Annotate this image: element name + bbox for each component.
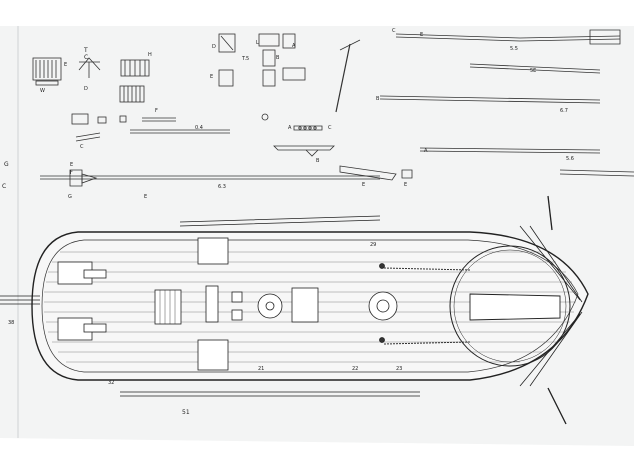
detail-group-top-left	[32, 57, 269, 142]
part-label: E	[70, 162, 73, 168]
part-label: F	[70, 170, 73, 176]
deck-number: 29	[370, 242, 376, 248]
part-label: 6.3	[218, 184, 226, 190]
part-label: W	[40, 88, 45, 94]
anchor-chain	[383, 267, 471, 345]
part-label: D	[84, 86, 88, 92]
deck-plan: 51 32 38 29 21 22 23	[0, 195, 589, 425]
part-label: T.5	[241, 56, 249, 62]
windlass-wheel	[449, 245, 571, 367]
part-label: 5.6	[566, 156, 574, 162]
deck-number: 51	[182, 409, 190, 416]
labels-mid-left: G C G E F E 6.3 E E	[2, 161, 407, 200]
part-label: C	[328, 125, 332, 131]
part-label: E	[404, 182, 407, 188]
part-label: A	[292, 43, 296, 49]
hatch-center	[291, 287, 319, 323]
part-label: C	[2, 183, 6, 190]
hatch-part	[218, 33, 236, 53]
part-label: E	[362, 182, 365, 188]
part-label: H	[148, 52, 152, 58]
bow-fittings	[449, 195, 583, 425]
labels-top-left: T C W H E D F 0.4 C	[40, 47, 203, 150]
lid-part	[32, 57, 62, 81]
part-label: E	[210, 74, 213, 80]
part-label: L	[256, 40, 259, 46]
part-label: C	[80, 144, 84, 150]
part-label: B	[376, 96, 380, 102]
mast-step	[197, 237, 229, 265]
part-label: T	[83, 47, 88, 54]
part-label: 5E	[530, 68, 536, 74]
part-label: D	[212, 44, 216, 50]
part-label: B	[276, 55, 280, 61]
deck-number: 21	[258, 366, 264, 372]
part-label: F	[155, 108, 158, 114]
grating-hatch	[154, 289, 182, 325]
part-label: E	[64, 62, 67, 68]
part-label: E	[420, 32, 423, 38]
deck-fittings	[154, 237, 398, 371]
detail-group-top-middle	[40, 33, 413, 187]
part-label: 5.5	[510, 46, 518, 52]
deck-number: 38	[8, 320, 14, 326]
part-label: 6.7	[560, 108, 568, 114]
part-label: B	[316, 158, 320, 164]
part-label: E	[144, 194, 147, 200]
labels-top-right: C E 5.5 5E B 6.7 5.6 A	[376, 28, 574, 162]
deck-number: 23	[396, 366, 402, 372]
detail-group-top-right	[379, 29, 634, 177]
part-label: C	[392, 28, 396, 34]
rod-part	[335, 43, 351, 113]
deck-number: 32	[108, 380, 114, 386]
side-timbers	[0, 215, 420, 397]
part-label: G	[68, 194, 72, 200]
part-label: A	[424, 148, 428, 154]
stern-guns	[57, 261, 107, 341]
part-label: C	[84, 54, 88, 61]
part-label: A	[288, 125, 292, 131]
labels-top-middle: D L A T.5 B E A C B	[210, 40, 332, 164]
part-label: 0.4	[195, 125, 203, 131]
spar-part	[395, 33, 621, 42]
deck-number: 22	[352, 366, 358, 372]
part-label: G	[4, 161, 9, 168]
hull-inner-outline	[41, 239, 579, 373]
